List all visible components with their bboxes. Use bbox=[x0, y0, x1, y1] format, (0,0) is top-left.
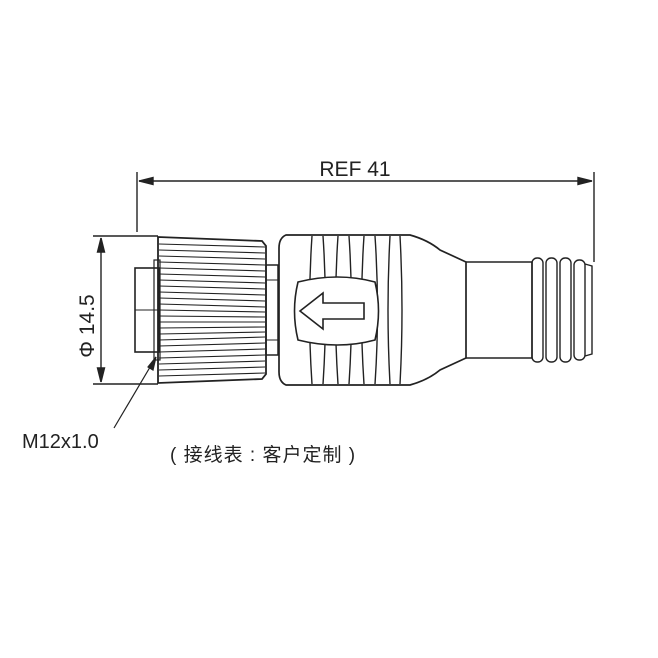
diameter-dimension-label: Φ 14.5 bbox=[76, 294, 99, 357]
diameter-arrow-bottom bbox=[96, 367, 106, 383]
nut-knurl-lines bbox=[158, 243, 266, 377]
length-dimension-label: REF 41 bbox=[319, 158, 390, 181]
nut-body bbox=[157, 236, 267, 384]
diameter-arrow-top bbox=[96, 237, 106, 253]
connector-body bbox=[278, 234, 467, 386]
length-dimension bbox=[136, 172, 595, 262]
thread-size-label: M12x1.0 bbox=[22, 431, 99, 453]
diameter-dimension bbox=[93, 235, 158, 385]
wiring-note-label: ( 接线表 : 客户定制 ) bbox=[170, 445, 357, 466]
cable-tail-outline bbox=[466, 261, 533, 359]
coupling-nut bbox=[134, 236, 267, 384]
length-arrow-left bbox=[138, 176, 154, 186]
length-arrow-right bbox=[577, 176, 593, 186]
thread-leader bbox=[113, 356, 157, 429]
body-outline bbox=[278, 234, 467, 386]
cable-tail bbox=[466, 257, 593, 363]
cable-tail-ribs bbox=[531, 257, 593, 363]
direction-arrow-icon bbox=[298, 291, 365, 331]
connector-neck bbox=[265, 264, 279, 356]
